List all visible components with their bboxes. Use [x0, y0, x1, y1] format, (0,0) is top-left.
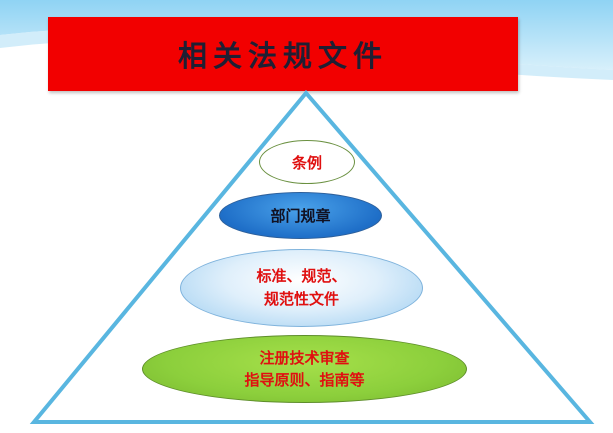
- title-banner: 相关法规文件: [48, 17, 518, 91]
- level-regulations-label: 条例: [291, 153, 322, 172]
- level-department-rules: 部门规章: [219, 192, 382, 239]
- level-guidelines-label-line-2: 指导原则、指南等: [244, 371, 365, 389]
- level-standards-label-line-1: 标准、规范、: [256, 267, 347, 285]
- level-regulations: 条例: [259, 140, 355, 184]
- page-title: 相关法规文件: [177, 39, 388, 73]
- level-guidelines: 注册技术审查 指导原则、指南等: [142, 335, 467, 403]
- level-standards: 标准、规范、 规范性文件: [180, 249, 423, 327]
- level-department-rules-label: 部门规章: [270, 207, 331, 225]
- pyramid-triangle: [29, 89, 595, 424]
- level-standards-label-line-2: 规范性文件: [263, 290, 339, 308]
- level-guidelines-label-line-1: 注册技术审查: [259, 349, 350, 367]
